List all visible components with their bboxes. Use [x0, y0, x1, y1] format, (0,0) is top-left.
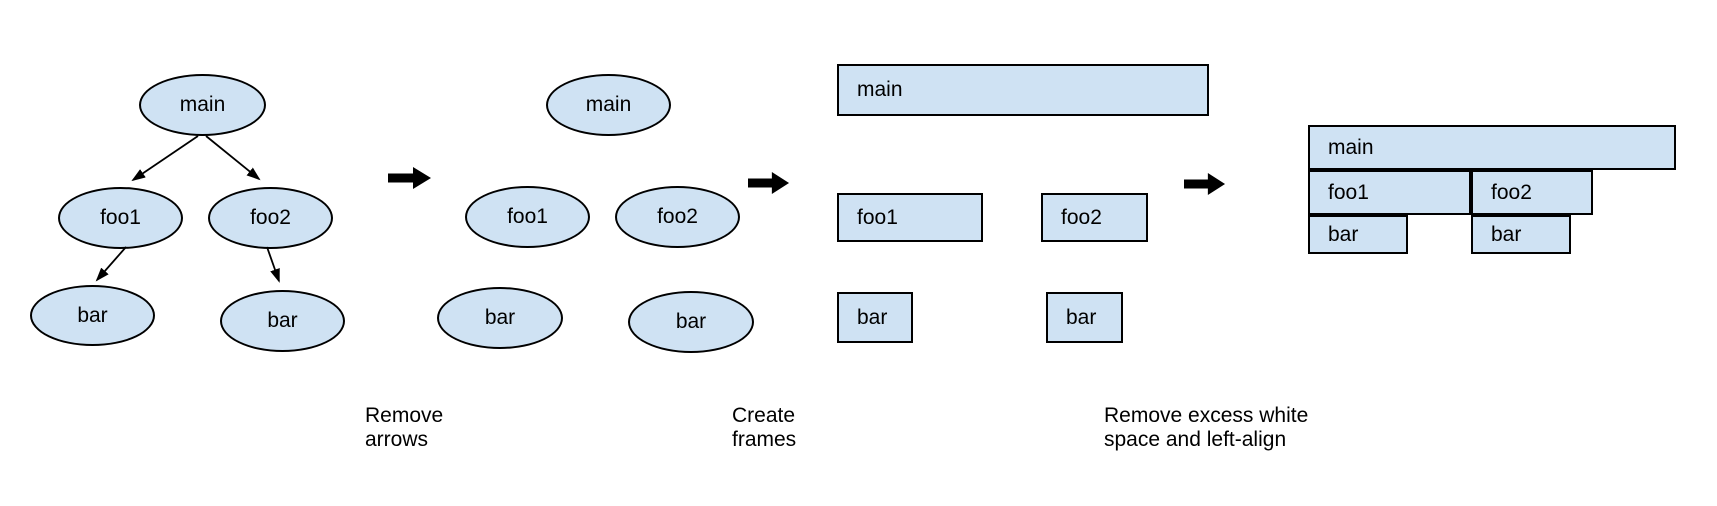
- edge-foo2-bar: [266, 246, 280, 283]
- s3-frame-bar2: bar: [1046, 292, 1123, 343]
- s1-node-foo2: foo2: [208, 187, 333, 249]
- caption-line: Remove: [365, 404, 444, 427]
- s4-frame-main: main: [1308, 125, 1676, 170]
- s2-node-main: main: [546, 74, 671, 136]
- edge-main-foo2: [205, 135, 261, 181]
- s4-frame-bar2: bar: [1471, 215, 1571, 254]
- edge-main-foo1: [131, 135, 199, 182]
- caption-line: arrows: [365, 428, 429, 451]
- s4-frame-bar1: bar: [1308, 215, 1408, 254]
- caption-line: Remove excess white: [1104, 404, 1309, 427]
- s4-frame-foo1: foo1: [1308, 170, 1471, 215]
- edge-foo1-bar: [95, 246, 127, 282]
- s2-node-foo2: foo2: [615, 186, 740, 248]
- caption-line: space and left-align: [1104, 428, 1287, 451]
- s1-node-bar1: bar: [30, 285, 155, 346]
- s3-frame-foo2: foo2: [1041, 193, 1148, 242]
- s2-node-bar1: bar: [437, 287, 563, 349]
- call-tree-edges: [95, 135, 280, 283]
- caption-line: Create: [732, 404, 796, 427]
- right-arrow-icon: [388, 166, 432, 190]
- caption-remove-arrows: Remove arrows: [365, 404, 443, 452]
- s2-node-bar2: bar: [628, 291, 754, 353]
- s1-node-foo1: foo1: [58, 187, 183, 249]
- s2-node-foo1: foo1: [465, 186, 590, 248]
- caption-create-frames: Create frames: [732, 404, 796, 452]
- caption-line: frames: [732, 428, 797, 451]
- right-arrow-icon: [1184, 172, 1226, 196]
- caption-remove-whitespace: Remove excess white space and left-align: [1104, 404, 1308, 452]
- s4-frame-foo2: foo2: [1471, 170, 1593, 215]
- s3-frame-bar1: bar: [837, 292, 913, 343]
- s1-node-main: main: [139, 74, 266, 136]
- right-arrow-icon: [748, 171, 790, 195]
- s1-node-bar2: bar: [220, 290, 345, 352]
- s3-frame-main: main: [837, 64, 1209, 116]
- s3-frame-foo1: foo1: [837, 193, 983, 242]
